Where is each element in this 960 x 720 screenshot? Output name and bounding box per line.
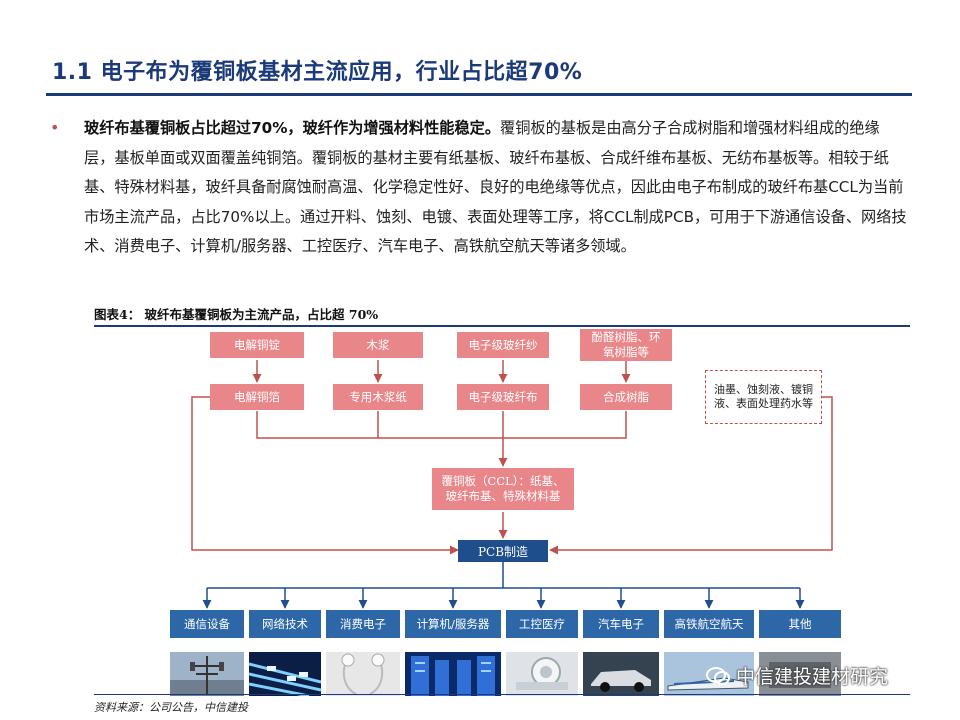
app-computer-server: 计算机/服务器 bbox=[405, 610, 501, 638]
watermark: 中信建投建材研究 bbox=[706, 662, 888, 689]
chemicals-box: 油墨、蚀刻液、镀铜液、表面处理药水等 bbox=[705, 370, 822, 424]
photo-car bbox=[583, 652, 659, 696]
figure-caption: 图表4： 玻纤布基覆铜板为主流产品，占比超 70% bbox=[94, 307, 379, 322]
arrow-copperfoil-pcb bbox=[191, 396, 459, 555]
photo-other bbox=[759, 652, 841, 696]
body-paragraph: 玻纤布基覆铜板占比超过70%，玻纤作为增强材料性能稳定。覆铜板的基板是由高分子合… bbox=[84, 114, 910, 262]
page-title: 1.1 电子布为覆铜板基材主流应用，行业占比超70% bbox=[52, 60, 583, 85]
photo-communication-tower bbox=[170, 652, 244, 696]
app-industrial-medical: 工控医疗 bbox=[506, 610, 578, 638]
wechat-icon bbox=[706, 666, 730, 685]
app-other: 其他 bbox=[759, 610, 841, 638]
bullet-marker: • bbox=[50, 118, 60, 137]
watermark-text: 中信建投建材研究 bbox=[736, 666, 889, 688]
copper-foil-box: 电解铜箔 bbox=[210, 384, 304, 410]
merge-line bbox=[256, 411, 627, 439]
caption-divider bbox=[94, 325, 910, 327]
synthetic-resin-box: 合成树脂 bbox=[580, 384, 672, 410]
photo-medical-equipment bbox=[506, 652, 578, 696]
title-divider bbox=[46, 93, 912, 96]
body-lead: 玻纤布基覆铜板占比超过70%，玻纤作为增强材料性能稳定。 bbox=[84, 119, 501, 137]
ccl-box: 覆铜板（CCL）：纸基、玻纤布基、特殊材料基 bbox=[432, 468, 574, 510]
body-text: 覆铜板的基板是由高分子合成树脂和增强材料组成的绝缘层，基板单面或双面覆盖纯铜箔。… bbox=[84, 119, 907, 255]
app-network-technology: 网络技术 bbox=[249, 610, 321, 638]
app-communication-equipment: 通信设备 bbox=[170, 610, 244, 638]
photo-server-room bbox=[405, 652, 501, 696]
wood-pulp-paper-box: 专用木浆纸 bbox=[333, 384, 423, 410]
raw-material-resin: 酚醛树脂、环氧树脂等 bbox=[580, 329, 672, 361]
glass-fabric-box: 电子级玻纤布 bbox=[457, 384, 549, 410]
raw-material-glass-yarn: 电子级玻纤纱 bbox=[457, 332, 549, 358]
app-consumer-electronics: 消费电子 bbox=[326, 610, 400, 638]
raw-material-wood-pulp: 木浆 bbox=[333, 332, 423, 358]
app-automotive-electronics: 汽车电子 bbox=[583, 610, 659, 638]
source-note: 资料来源：公司公告，中信建投 bbox=[94, 701, 248, 714]
photo-earphones bbox=[326, 652, 400, 696]
source-divider bbox=[94, 694, 910, 695]
raw-material-copper-ingot: 电解铜锭 bbox=[210, 332, 304, 358]
app-rail-aerospace: 高铁航空航天 bbox=[664, 610, 754, 638]
photo-network-cables bbox=[249, 652, 321, 696]
pcb-manufacturing-box: PCB制造 bbox=[458, 540, 548, 562]
arrow-chemicals-pcb bbox=[549, 396, 833, 555]
